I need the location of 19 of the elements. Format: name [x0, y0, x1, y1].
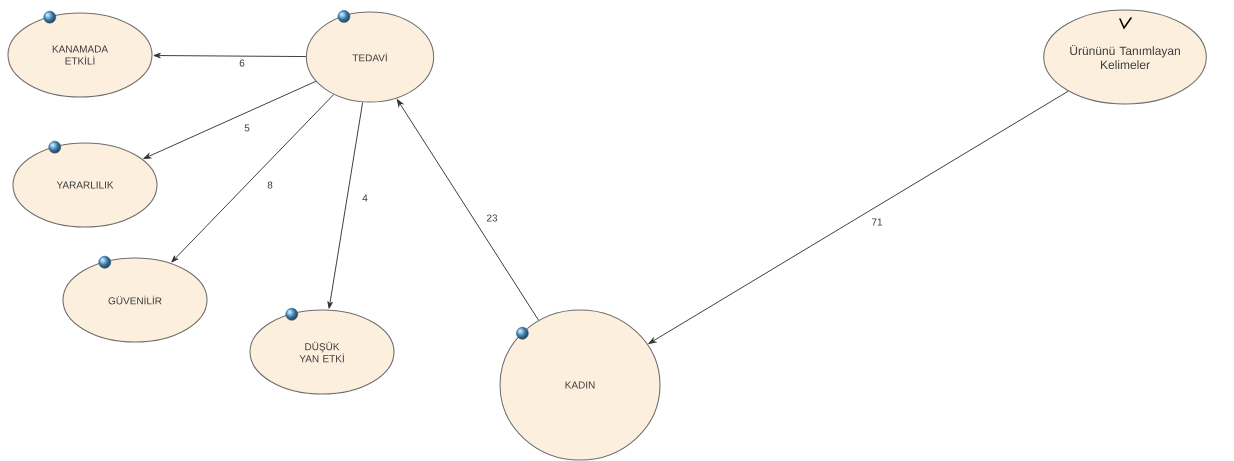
ellipse-node: KANAMADA ETKİLİ [7, 12, 153, 98]
arrow [171, 94, 335, 263]
edge-label: 71 [870, 217, 884, 227]
edge-label: 4 [360, 193, 370, 203]
ellipse-node: Ürününü Tanımlayan Kelimeler [1043, 9, 1207, 105]
edge-label: 23 [485, 213, 499, 223]
ellipse-node: GÜVENİLİR [62, 257, 208, 343]
ellipse-node: TEDAVİ [305, 11, 435, 103]
arrow [153, 52, 307, 59]
arrow [143, 80, 317, 160]
edge-label: 8 [265, 180, 275, 190]
ellipse-node: KADIN [499, 309, 661, 461]
edge-label: 6 [237, 58, 247, 68]
arrow [327, 101, 364, 309]
edge-label: 5 [242, 123, 252, 133]
arrow [648, 90, 1069, 344]
ellipse-node: YARARLILIK [12, 142, 158, 228]
ellipse-node: DÜŞÜK YAN ETKİ [249, 309, 395, 395]
arrow [396, 99, 539, 321]
